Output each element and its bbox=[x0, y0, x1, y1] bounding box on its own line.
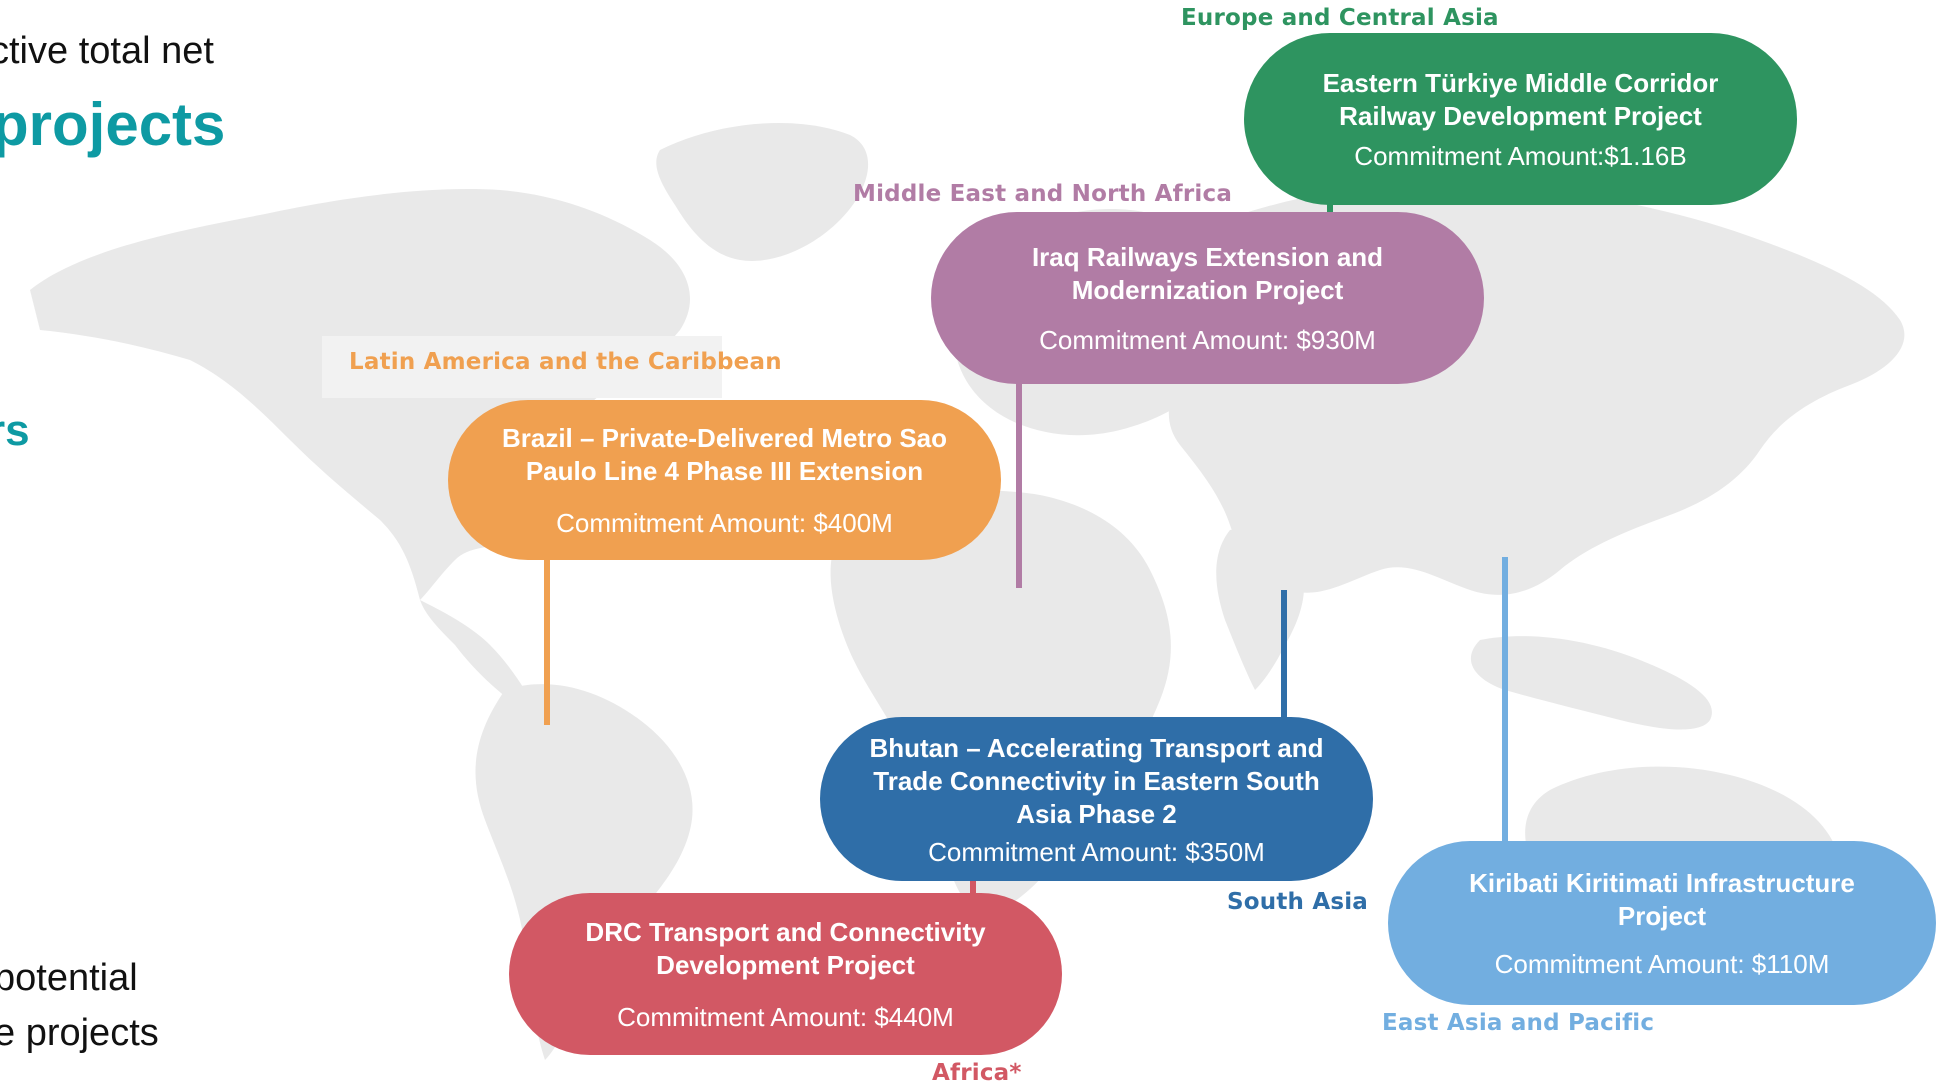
connector-drc bbox=[970, 878, 976, 896]
region-label-east-asia-pacific: East Asia and Pacific bbox=[1382, 1010, 1655, 1036]
project-amount-turkiye: Commitment Amount:$1.16B bbox=[1354, 141, 1687, 171]
region-label-europe-central-asia: Europe and Central Asia bbox=[1181, 5, 1499, 31]
connector-brazil bbox=[544, 558, 550, 725]
map-india bbox=[1216, 529, 1305, 690]
map-southeast-asia bbox=[1470, 636, 1712, 730]
project-title-turkiye: Eastern Türkiye Middle Corridor Railway … bbox=[1322, 68, 1719, 131]
left-text-line-5: e projects bbox=[0, 1012, 159, 1054]
map-central-america bbox=[420, 600, 525, 700]
connector-turkiye bbox=[1327, 200, 1333, 214]
project-card-kiribati[interactable]: Kiribati Kiritimati Infrastructure Proje… bbox=[1388, 841, 1936, 1005]
project-amount-kiribati: Commitment Amount: $110M bbox=[1494, 949, 1830, 979]
left-heading-projects: projects bbox=[0, 91, 226, 158]
connector-bhutan bbox=[1281, 590, 1287, 720]
region-label-south-asia: South Asia bbox=[1227, 889, 1369, 915]
project-amount-brazil: Commitment Amount: $400M bbox=[556, 508, 893, 538]
project-card-bhutan[interactable]: Bhutan – Accelerating Transport and Trad… bbox=[820, 717, 1373, 881]
region-label-middle-east-north-africa: Middle East and North Africa bbox=[853, 181, 1233, 207]
project-amount-drc: Commitment Amount: $440M bbox=[617, 1002, 954, 1032]
project-card-drc[interactable]: DRC Transport and Connectivity Developme… bbox=[509, 893, 1062, 1055]
project-title-drc: DRC Transport and Connectivity Developme… bbox=[585, 917, 986, 980]
project-title-bhutan: Bhutan – Accelerating Transport and Trad… bbox=[869, 732, 1324, 829]
left-text-line-4: potential bbox=[0, 957, 138, 999]
project-title-brazil: Brazil – Private-Delivered Metro Sao Pau… bbox=[501, 423, 948, 486]
left-heading-fragment: rs bbox=[0, 406, 30, 455]
project-card-iraq[interactable]: Iraq Railways Extension and Modernizatio… bbox=[931, 212, 1484, 384]
connector-iraq bbox=[1016, 382, 1022, 588]
left-text-line-1: ctive total net bbox=[0, 30, 214, 72]
map-greenland bbox=[656, 123, 869, 261]
connector-kiribati bbox=[1502, 557, 1508, 843]
project-card-brazil[interactable]: Brazil – Private-Delivered Metro Sao Pau… bbox=[448, 400, 1001, 560]
region-label-africa: Africa* bbox=[932, 1060, 1022, 1086]
project-title-iraq: Iraq Railways Extension and Modernizatio… bbox=[1031, 242, 1384, 305]
project-title-kiribati: Kiribati Kiritimati Infrastructure Proje… bbox=[1469, 868, 1855, 931]
project-amount-bhutan: Commitment Amount: $350M bbox=[928, 836, 1265, 867]
region-label-latin-america-caribbean: Latin America and the Caribbean bbox=[349, 349, 782, 375]
project-amount-iraq: Commitment Amount: $930M bbox=[1039, 325, 1376, 355]
project-card-turkiye[interactable]: Eastern Türkiye Middle Corridor Railway … bbox=[1244, 33, 1797, 205]
